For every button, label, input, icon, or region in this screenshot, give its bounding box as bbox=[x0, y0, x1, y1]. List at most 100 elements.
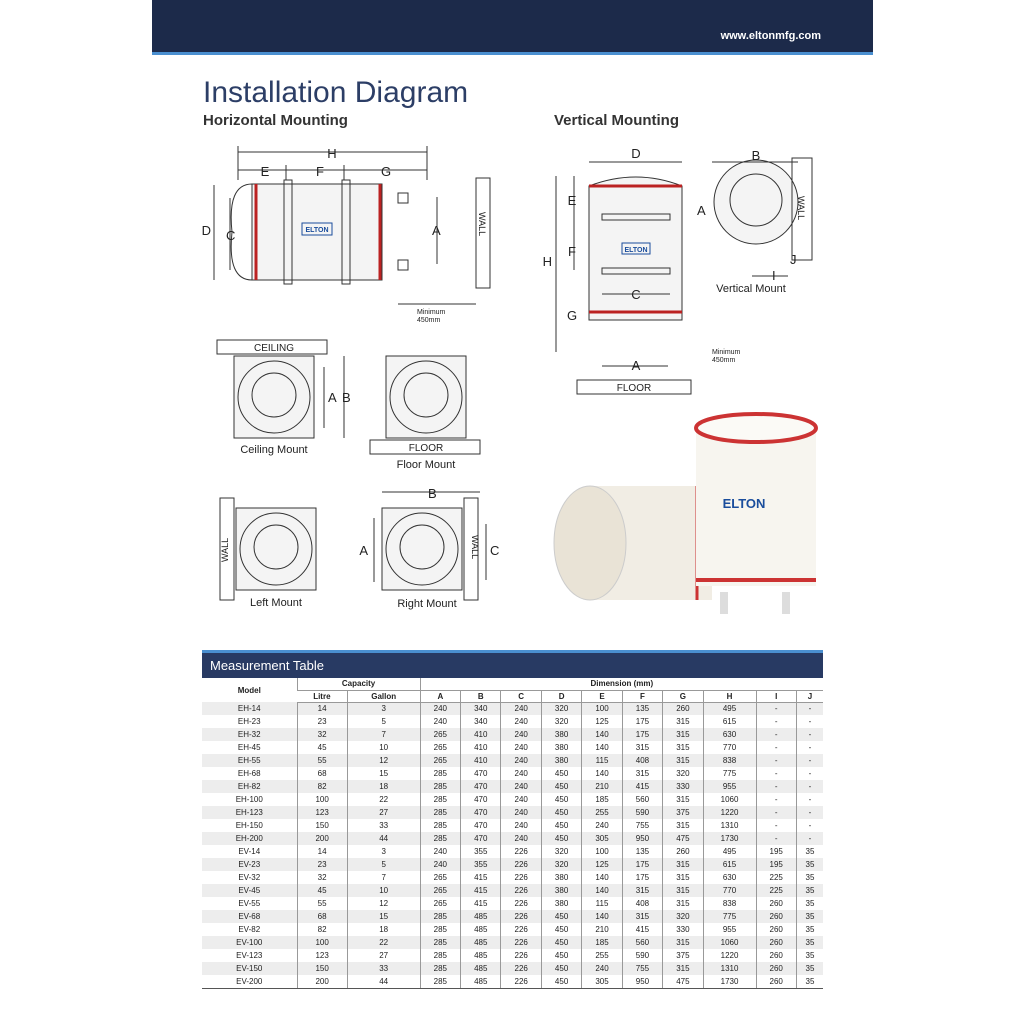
table-cell: 240 bbox=[500, 702, 542, 715]
table-cell: 100 bbox=[296, 936, 348, 949]
table-cell: 450 bbox=[540, 949, 582, 962]
table-cell: 44 bbox=[346, 832, 421, 845]
table-cell: 315 bbox=[662, 819, 704, 832]
table-cell: 315 bbox=[662, 754, 704, 767]
table-cell: 226 bbox=[500, 910, 542, 923]
v-side-label-a: A bbox=[697, 203, 706, 218]
table-cell: 320 bbox=[540, 858, 582, 871]
table-cell: 285 bbox=[419, 923, 461, 936]
table-cell: 260 bbox=[755, 962, 797, 975]
table-cell: EV-32 bbox=[238, 873, 261, 882]
vertical-tank-diagram bbox=[555, 157, 813, 395]
table-cell: 1730 bbox=[702, 975, 756, 989]
table-cell: 410 bbox=[460, 754, 501, 767]
table-cell: 475 bbox=[662, 975, 704, 989]
floor-mount-caption: Floor Mount bbox=[397, 459, 456, 471]
table-cell: 15 bbox=[346, 767, 421, 780]
col-g: G bbox=[662, 690, 704, 703]
table-cell: 200 bbox=[296, 975, 348, 989]
table-cell: 200 bbox=[296, 832, 348, 845]
table-cell: 18 bbox=[346, 780, 421, 793]
table-cell: 450 bbox=[540, 923, 582, 936]
table-cell: 775 bbox=[702, 910, 756, 923]
ceiling-mount-diagram bbox=[216, 339, 481, 455]
horizontal-heading: Horizontal Mounting bbox=[203, 112, 348, 129]
table-cell: 5 bbox=[346, 715, 421, 728]
table-cell: 485 bbox=[460, 949, 501, 962]
right-wall-label: WALL bbox=[470, 535, 480, 559]
dim-label-a: A bbox=[432, 223, 441, 238]
table-cell: 240 bbox=[500, 832, 542, 845]
table-cell: 23 bbox=[296, 858, 348, 871]
table-cell: 838 bbox=[702, 897, 756, 910]
table-cell: 470 bbox=[460, 819, 501, 832]
table-cell: 175 bbox=[621, 715, 663, 728]
table-cell: 450 bbox=[540, 780, 582, 793]
table-cell: - bbox=[755, 832, 797, 845]
table-cell: 380 bbox=[540, 754, 582, 767]
table-cell: 195 bbox=[755, 858, 797, 871]
table-cell: EH-32 bbox=[237, 730, 261, 739]
table-cell: 315 bbox=[621, 910, 663, 923]
v-minimum-value: 450mm bbox=[712, 357, 736, 364]
table-cell: 450 bbox=[540, 910, 582, 923]
table-cell: 185 bbox=[581, 793, 623, 806]
table-cell: 415 bbox=[621, 923, 663, 936]
table-cell: 35 bbox=[795, 949, 823, 962]
table-cell: 14 bbox=[296, 702, 348, 715]
table-cell: 12 bbox=[346, 897, 421, 910]
table-cell: EH-200 bbox=[235, 834, 263, 843]
table-cell: 450 bbox=[540, 806, 582, 819]
table-cell: 485 bbox=[460, 923, 501, 936]
table-cell: 210 bbox=[581, 780, 623, 793]
table-cell: 240 bbox=[500, 780, 542, 793]
table-cell: 260 bbox=[755, 975, 797, 989]
table-cell: 18 bbox=[346, 923, 421, 936]
table-cell: 380 bbox=[540, 897, 582, 910]
table-cell: 100 bbox=[296, 793, 348, 806]
table-cell: 408 bbox=[621, 897, 663, 910]
table-cell: 115 bbox=[581, 897, 623, 910]
dim-label-c: C bbox=[226, 228, 235, 243]
table-cell: 45 bbox=[296, 884, 348, 897]
table-cell: 123 bbox=[296, 949, 348, 962]
table-cell: 115 bbox=[581, 754, 623, 767]
col-gallon: Gallon bbox=[346, 690, 421, 703]
table-cell: 1060 bbox=[702, 793, 756, 806]
table-cell: EV-200 bbox=[202, 975, 297, 989]
table-cell: 770 bbox=[702, 741, 756, 754]
table-cell: 55 bbox=[296, 754, 348, 767]
right-mount-caption: Right Mount bbox=[397, 598, 456, 610]
table-cell: EH-100 bbox=[235, 795, 263, 804]
table-cell: 320 bbox=[540, 845, 582, 858]
table-cell: 485 bbox=[460, 962, 501, 975]
table-cell: 1060 bbox=[702, 936, 756, 949]
table-cell: 260 bbox=[755, 897, 797, 910]
table-cell: 226 bbox=[500, 845, 542, 858]
table-cell: 240 bbox=[500, 767, 542, 780]
table-cell: 315 bbox=[621, 884, 663, 897]
table-cell: 380 bbox=[540, 884, 582, 897]
dim-label-e: E bbox=[261, 164, 270, 179]
table-cell: 10 bbox=[346, 741, 421, 754]
website-url[interactable]: www.eltonmfg.com bbox=[720, 30, 821, 42]
table-cell: 3 bbox=[346, 845, 421, 858]
table-cell: 340 bbox=[460, 715, 501, 728]
table-cell: 32 bbox=[296, 871, 348, 884]
measurement-table-title: Measurement Table bbox=[210, 658, 324, 673]
ceiling-mount-caption: Ceiling Mount bbox=[240, 444, 307, 456]
table-cell: 260 bbox=[755, 949, 797, 962]
table-cell: 1310 bbox=[702, 819, 756, 832]
table-cell: 240 bbox=[500, 793, 542, 806]
table-cell: - bbox=[795, 728, 823, 741]
table-cell: 485 bbox=[460, 936, 501, 949]
table-cell: EH-123 bbox=[235, 808, 263, 817]
table-cell: EV-68 bbox=[238, 912, 261, 921]
table-cell: 33 bbox=[346, 819, 421, 832]
table-cell: 415 bbox=[460, 871, 501, 884]
